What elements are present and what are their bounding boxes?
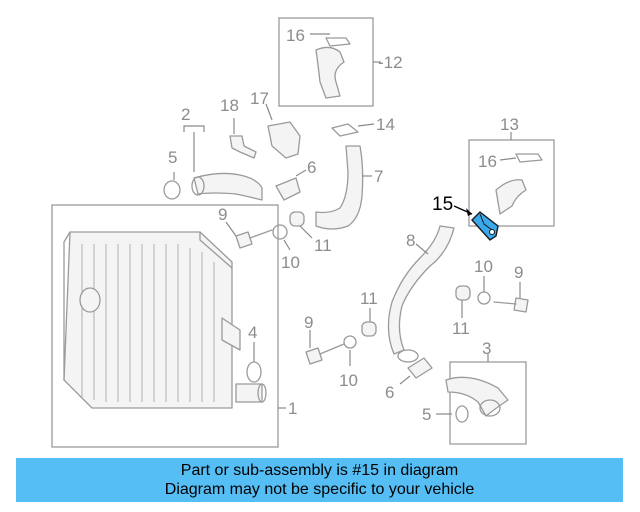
callout-9-upper: 9 bbox=[218, 205, 227, 224]
callout-10-middle: 10 bbox=[339, 371, 358, 390]
callout-6-lower: 6 bbox=[385, 383, 394, 402]
callout-3: 3 bbox=[482, 339, 491, 358]
callout-15: 15 bbox=[432, 194, 453, 215]
grommet-11-upper bbox=[289, 211, 313, 239]
callout-8: 8 bbox=[406, 231, 415, 250]
banner-line-2: Diagram may not be specific to your vehi… bbox=[164, 481, 475, 498]
callout-9-right: 9 bbox=[514, 263, 523, 282]
callout-10-right: 10 bbox=[474, 257, 493, 276]
callout-16-upper: 16 bbox=[286, 26, 305, 45]
callout-11-middle: 11 bbox=[360, 289, 378, 308]
hose-assembly-12 bbox=[278, 17, 381, 107]
callout-1: 1 bbox=[288, 399, 297, 418]
callout-12: -12 bbox=[378, 53, 403, 72]
pipe-7 bbox=[315, 123, 375, 230]
bolt-9-right bbox=[493, 282, 529, 313]
callout-5-left: 5 bbox=[168, 148, 177, 167]
washer-10-middle bbox=[343, 335, 357, 366]
callout-11-upper: 11 bbox=[314, 236, 332, 255]
callout-18: 18 bbox=[220, 96, 239, 115]
info-banner: Part or sub-assembly is #15 in diagram D… bbox=[16, 458, 623, 502]
bracket-6-lower bbox=[399, 357, 433, 385]
callout-17: 17 bbox=[250, 89, 269, 108]
parts-diagram: 1 2 3 4 5 5 6 6 7 8 9 9 9 10 10 10 11 11… bbox=[51, 17, 555, 448]
bolt-18 bbox=[229, 118, 257, 159]
bracket-6-upper bbox=[275, 169, 307, 201]
bolt-9-middle bbox=[305, 330, 345, 365]
clamp-4 bbox=[246, 342, 262, 383]
clamp-15-highlighted[interactable] bbox=[453, 205, 499, 241]
callout-11-right: 11 bbox=[452, 319, 470, 338]
callout-14: 14 bbox=[376, 115, 395, 134]
hose-assembly-3 bbox=[436, 354, 527, 445]
callout-labels: 1 2 3 4 5 5 6 6 7 8 9 9 9 10 10 10 11 11… bbox=[168, 26, 523, 424]
callout-9-middle: 9 bbox=[304, 313, 313, 332]
banner-line-1: Part or sub-assembly is #15 in diagram bbox=[180, 462, 459, 479]
grommet-11-middle bbox=[361, 308, 377, 337]
bolt-9-upper bbox=[225, 221, 273, 249]
hose-2 bbox=[163, 125, 263, 201]
sensor-17 bbox=[265, 103, 301, 159]
callout-4: 4 bbox=[248, 323, 257, 342]
pipe-8 bbox=[387, 225, 455, 363]
callout-10-upper: 10 bbox=[281, 253, 300, 272]
grommet-11-right bbox=[455, 285, 471, 318]
washer-10-upper bbox=[272, 224, 291, 251]
hose-assembly-13 bbox=[468, 132, 555, 227]
intercooler bbox=[51, 204, 286, 448]
callout-16-right: 16 bbox=[478, 152, 497, 171]
washer-10-right bbox=[477, 276, 491, 305]
callout-6-upper: 6 bbox=[307, 158, 316, 177]
callout-2: 2 bbox=[181, 105, 190, 124]
callout-7: 7 bbox=[374, 167, 383, 186]
callout-5-lower: 5 bbox=[422, 405, 431, 424]
callout-13: 13 bbox=[500, 115, 519, 134]
